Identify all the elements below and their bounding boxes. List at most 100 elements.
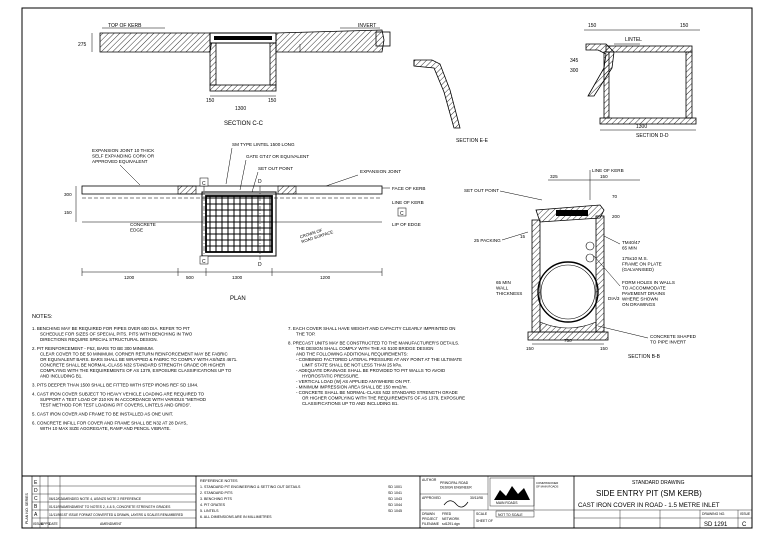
rev-b-date: 01/11/99: [49, 505, 62, 509]
ref-heading: REFERENCE NOTES: [200, 479, 238, 483]
bb-dim-15: 15: [520, 234, 526, 239]
dd-dim-150b: 150: [680, 23, 689, 29]
approval-block: AUTHOR PRINCIPAL ROAD DESIGN ENGINEER AP…: [420, 476, 574, 528]
header-issue: ISSUE: [33, 522, 44, 526]
section-cc-title: SECTION C-C: [224, 121, 264, 127]
ref-5: 5. LINTELS: [200, 509, 219, 513]
authority-logo: MAIN ROADS COMMISSIONER OF MAIN ROADS: [489, 476, 575, 528]
plan-title: PLAN: [230, 296, 246, 302]
ref-num-5: SD 1045: [388, 509, 402, 513]
filename-label: FILENAME: [422, 522, 440, 526]
rev-d: D: [34, 488, 38, 494]
title-block: PLAN NO. SERIES E D C B A 06/12/02 01/11…: [21, 475, 753, 529]
bb-line-of-kerb: LINE OF KERB: [592, 168, 624, 173]
bb-concrete-shaped: CONCRETE SHAPED TO PIPE INVERT: [650, 334, 697, 345]
invert-label: INVERT: [358, 23, 376, 29]
author-label: AUTHOR: [422, 478, 437, 482]
notes-heading: NOTES:: [32, 314, 53, 320]
plan-dim-1300: 1300: [232, 275, 243, 280]
bb-set-out-point: SET OUT POINT: [464, 188, 499, 193]
standard-drawing-label: STANDARD DRAWING: [632, 480, 685, 486]
bb-form-holes: FORM HOLES IN WALLS TO ACCOMMODATE PAVEM…: [622, 280, 676, 307]
author-value: PRINCIPAL ROAD DESIGN ENGINEER: [440, 481, 472, 490]
ref-2: 2. STANDARD PITS: [200, 491, 233, 495]
section-cc: TOP OF KERB INVERT 275 150 150 1300 SECT…: [78, 23, 391, 127]
line-of-kerb-label: LINE OF KERB: [392, 200, 424, 205]
plan-label-c2: C: [202, 259, 206, 265]
dwg-no: SD 1291: [704, 522, 728, 528]
issue-value: C: [742, 522, 747, 528]
bb-dim-200: 200: [612, 214, 620, 219]
drawing-title-2: CAST IRON COVER IN ROAD - 1.5 METRE INLE…: [578, 502, 720, 509]
dept-text: COMMISSIONER OF MAIN ROADS: [536, 481, 559, 489]
reference-notes: REFERENCE NOTES 1. STANDARD PIT ENGINEER…: [200, 476, 421, 528]
ref-1: 1. STANDARD PIT ENGINEERING & SETTING OU…: [200, 485, 301, 489]
logo-text: MAIN ROADS: [496, 501, 518, 505]
plan-dim-150: 150: [64, 210, 72, 215]
rev-e: E: [34, 480, 38, 486]
sm-type-lintel-label: SM TYPE LINTEL 1500 LONG: [232, 142, 295, 147]
lintel-label: LINTEL: [625, 37, 642, 43]
section-ee-title: SECTION E-E: [456, 138, 489, 144]
side-label: PLAN NO. SERIES: [25, 492, 29, 524]
dd-dim-150a: 150: [588, 23, 597, 29]
bb-dim-150b: 150: [526, 346, 534, 351]
section-cc-kerb: [99, 32, 213, 53]
ref-3: 3. BENCHING PITS: [200, 497, 233, 501]
bb-tm40: TM40/47 65 MIN: [622, 240, 641, 251]
ref-4: 4. PIT GRATES: [200, 503, 226, 507]
plan-grate: [205, 195, 273, 253]
ref-num-4: SD 1044: [388, 503, 402, 507]
project-value: NETWORK: [442, 517, 460, 521]
top-of-kerb-label: TOP OF KERB: [108, 23, 142, 29]
gate-label: GATE GT47 OR EQUIVALENT: [246, 154, 309, 159]
section-ee-profile: [413, 59, 461, 129]
dwg-no-label: DRAWING NO.: [702, 512, 725, 516]
header-appd: APPD: [41, 522, 51, 526]
plan-dim-500: 500: [186, 275, 194, 280]
rev-a-text: 1ST ISSUE FORMAT CONVERTED & DRAWN, LAYE…: [62, 513, 184, 517]
svg-text:C: C: [400, 211, 404, 217]
crown-note: CROWN OF ROAD SURFACE: [299, 224, 334, 244]
section-dd: 150 150 LINTEL 345 300 1300 SECTION D-D: [570, 23, 700, 139]
header-date: DATE: [49, 522, 59, 526]
plan-label-d1: D: [258, 179, 262, 185]
bb-min-wall: 65 MIN WALL THICKNESS: [496, 280, 522, 296]
header-amendment: AMENDMENT: [100, 522, 122, 526]
notes-left: 1. BENCHING MAY BE REQUIRED FOR PIPES OV…: [32, 326, 239, 431]
scale-label: SCALE: [476, 512, 488, 516]
ref-num-3: SD 1043: [388, 497, 402, 501]
ref-num-1: SD 1001: [388, 485, 402, 489]
signature: [443, 500, 469, 508]
bb-dim-150c: 150: [600, 346, 608, 351]
bb-frame: 175x10 M.S. FRAME ON PLATE (GALVANISED): [622, 256, 663, 272]
plan-label-d2: D: [258, 262, 262, 268]
section-cc-kerb-right: [275, 29, 385, 53]
ref-num-2: SD 1041: [388, 491, 402, 495]
section-cc-left-wall: [209, 42, 217, 86]
bb-dim-dia: DIA/3: [608, 296, 620, 301]
bb-left-wall: [531, 219, 541, 333]
rev-a: A: [34, 512, 38, 518]
plan-dim-1200b: 1200: [320, 275, 331, 280]
bb-dim-750: 750: [564, 338, 572, 343]
approved-label: APPROVED: [422, 496, 441, 500]
plan-dim-300: 300: [64, 192, 72, 197]
section-bb: LINE OF KERB 325 150 SET OUT POINT 70 20…: [464, 168, 697, 360]
notes-block: NOTES: 1. BENCHING MAY BE REQUIRED FOR P…: [32, 314, 466, 431]
section-cc-right-wall: [269, 42, 277, 86]
bb-pipe: [537, 261, 599, 323]
plan-dim-1200: 1200: [124, 275, 135, 280]
dd-dim-1300: 1300: [636, 124, 647, 130]
rev-a-date: 11/11/98: [49, 513, 62, 517]
project-label: PROJECT: [422, 517, 438, 521]
face-of-kerb-label: FACE OF KERB: [392, 186, 425, 191]
notes-right: 7. EACH COVER SHALL HAVE WEIGHT AND CAPA…: [288, 326, 466, 406]
bb-right-wall: [595, 215, 605, 333]
plan-label-c1: C: [202, 181, 206, 187]
dd-dim-300: 300: [570, 68, 579, 74]
sheet-of-label: SHEET OF: [476, 519, 493, 523]
plan-view: EXPANSION JOINT 10 THICK SELF EXPANDING …: [64, 142, 425, 302]
scale-value: NOT TO SCALE: [498, 513, 523, 517]
revision-table: E D C B A 06/12/02 01/11/99 11/11/98 AME…: [32, 476, 197, 528]
